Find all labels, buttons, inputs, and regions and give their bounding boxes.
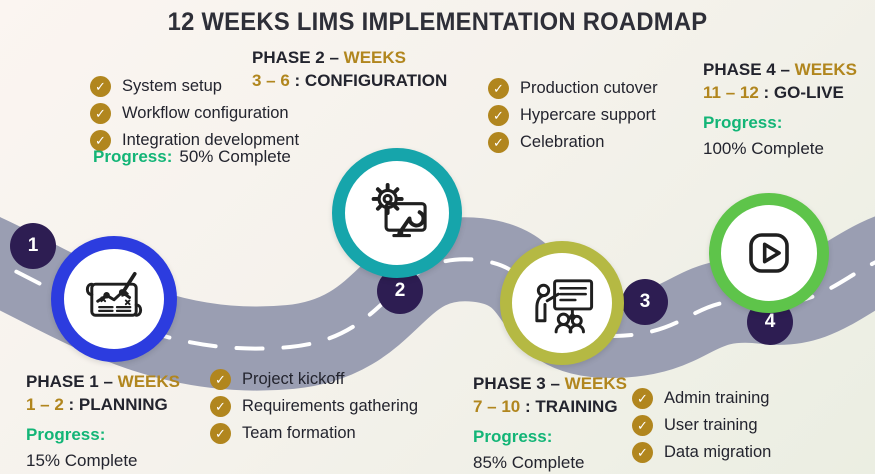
check-icon: ✓ (90, 76, 111, 97)
task-label: Integration development (122, 131, 300, 149)
training-presentation-icon (535, 279, 594, 334)
task-label: Hypercare support (520, 106, 656, 124)
phase-2-heading-line1: PHASE 2 – WEEKS (252, 46, 447, 69)
task-label: Workflow configuration (122, 104, 289, 122)
check-icon: ✓ (632, 442, 653, 463)
phase-4-heading: PHASE 4 – WEEKS 11 – 12 : GO-LIVE Progre… (703, 58, 857, 160)
phase-4-marker (709, 193, 829, 313)
phase-2-marker (332, 148, 462, 278)
phase-1-heading-line2: 1 – 2 : PLANNING (26, 393, 180, 416)
progress-value: 50% Complete (179, 147, 291, 166)
weeks-range: 3 – 6 (252, 71, 290, 90)
task-row: ✓ User training (632, 415, 771, 436)
task-label: Team formation (242, 424, 356, 442)
phase-3-marker (500, 241, 624, 365)
progress-label: Progress: (473, 427, 553, 446)
task-row: ✓ Hypercare support (488, 105, 658, 126)
weeks-range: 11 – 12 (703, 83, 759, 102)
phase-3-heading: PHASE 3 – WEEKS 7 – 10 : TRAINING Progre… (473, 372, 627, 474)
task-label: Production cutover (520, 79, 658, 97)
task-label: Admin training (664, 389, 770, 407)
phase-1-marker (51, 236, 177, 362)
task-label: User training (664, 416, 758, 434)
weeks-range: 7 – 10 (473, 397, 521, 416)
weeks-label: WEEKS (343, 48, 407, 67)
phase-2-heading: PHASE 2 – WEEKS 3 – 6 : CONFIGURATION (252, 46, 447, 92)
badge-number: 1 (27, 235, 39, 256)
progress-label: Progress: (26, 425, 106, 444)
task-row: ✓ Data migration (632, 442, 771, 463)
weeks-label: WEEKS (794, 60, 858, 79)
progress-value: 85% Complete (473, 453, 585, 472)
phase-1-heading: PHASE 1 – WEEKS 1 – 2 : PLANNING Progres… (26, 370, 180, 472)
task-row: ✓ Team formation (210, 423, 418, 444)
progress-value: 15% Complete (26, 451, 138, 470)
badge-number: 3 (639, 291, 651, 312)
weeks-label: WEEKS (564, 374, 628, 393)
check-icon: ✓ (210, 369, 231, 390)
check-icon: ✓ (488, 78, 509, 99)
phase-2-progress: Progress: 50% Complete (93, 147, 291, 167)
task-row: ✓ Admin training (632, 388, 771, 409)
badge-number: 2 (394, 280, 406, 301)
task-row: ✓ Project kickoff (210, 369, 418, 390)
task-label: Requirements gathering (242, 397, 419, 415)
task-row: ✓ Celebration (488, 132, 658, 153)
weeks-label: WEEKS (117, 372, 181, 391)
check-icon: ✓ (632, 388, 653, 409)
task-label: Celebration (520, 133, 605, 151)
phase-2-heading-line2: 3 – 6 : CONFIGURATION (252, 69, 447, 92)
check-icon: ✓ (488, 105, 509, 126)
phase-1-heading-line1: PHASE 1 – WEEKS (26, 370, 180, 393)
check-icon: ✓ (210, 396, 231, 417)
planning-blueprint-icon (85, 271, 143, 317)
task-row: ✓ Workflow configuration (90, 103, 299, 124)
phase-name: : GO-LIVE (763, 83, 844, 102)
phase-4-heading-line1: PHASE 4 – WEEKS (703, 58, 857, 81)
go-live-play-icon (749, 233, 789, 273)
phase-4-heading-line2: 11 – 12 : GO-LIVE (703, 81, 857, 104)
check-icon: ✓ (488, 132, 509, 153)
check-icon: ✓ (210, 423, 231, 444)
check-icon: ✓ (90, 103, 111, 124)
task-row: ✓ Integration development (90, 130, 299, 151)
check-icon: ✓ (632, 415, 653, 436)
phase-3-heading-line1: PHASE 3 – WEEKS (473, 372, 627, 395)
progress-value: 100% Complete (703, 139, 824, 158)
task-label: System setup (122, 77, 222, 95)
phase-2-task-list: ✓ System setup ✓ Workflow configuration ✓ I… (90, 76, 299, 151)
phase-3-heading-line2: 7 – 10 : TRAINING (473, 395, 627, 418)
phase-1-number-badge: 1 (10, 223, 56, 269)
badge-number: 4 (764, 311, 776, 332)
check-icon: ✓ (90, 130, 111, 151)
progress-label: Progress: (703, 113, 783, 132)
task-row: ✓ System setup (90, 76, 299, 97)
phase-3-task-list: ✓ Admin training ✓ User training ✓ Data mig… (632, 388, 771, 463)
weeks-range: 1 – 2 (26, 395, 64, 414)
phase-4-task-list: ✓ Production cutover ✓ Hypercare support ✓… (488, 78, 658, 153)
phase-name: : CONFIGURATION (294, 71, 448, 90)
phase-3-number-badge: 3 (622, 279, 668, 325)
phase-label: PHASE 4 – (703, 60, 790, 79)
phase-name: : PLANNING (68, 395, 168, 414)
phase-label: PHASE 2 – (252, 48, 339, 67)
configuration-gear-wrench-icon (371, 182, 427, 238)
phase-label: PHASE 3 – (473, 374, 560, 393)
phase-1-task-list: ✓ Project kickoff ✓ Requirements gathering… (210, 369, 418, 444)
phase-label: PHASE 1 – (26, 372, 113, 391)
page-title: 12 WEEKS LIMS IMPLEMENTATION ROADMAP (167, 8, 708, 36)
task-label: Project kickoff (242, 370, 345, 388)
task-label: Data migration (664, 443, 772, 461)
task-row: ✓ Production cutover (488, 78, 658, 99)
task-row: ✓ Requirements gathering (210, 396, 418, 417)
progress-label: Progress: (93, 147, 173, 166)
phase-name: : TRAINING (525, 397, 618, 416)
